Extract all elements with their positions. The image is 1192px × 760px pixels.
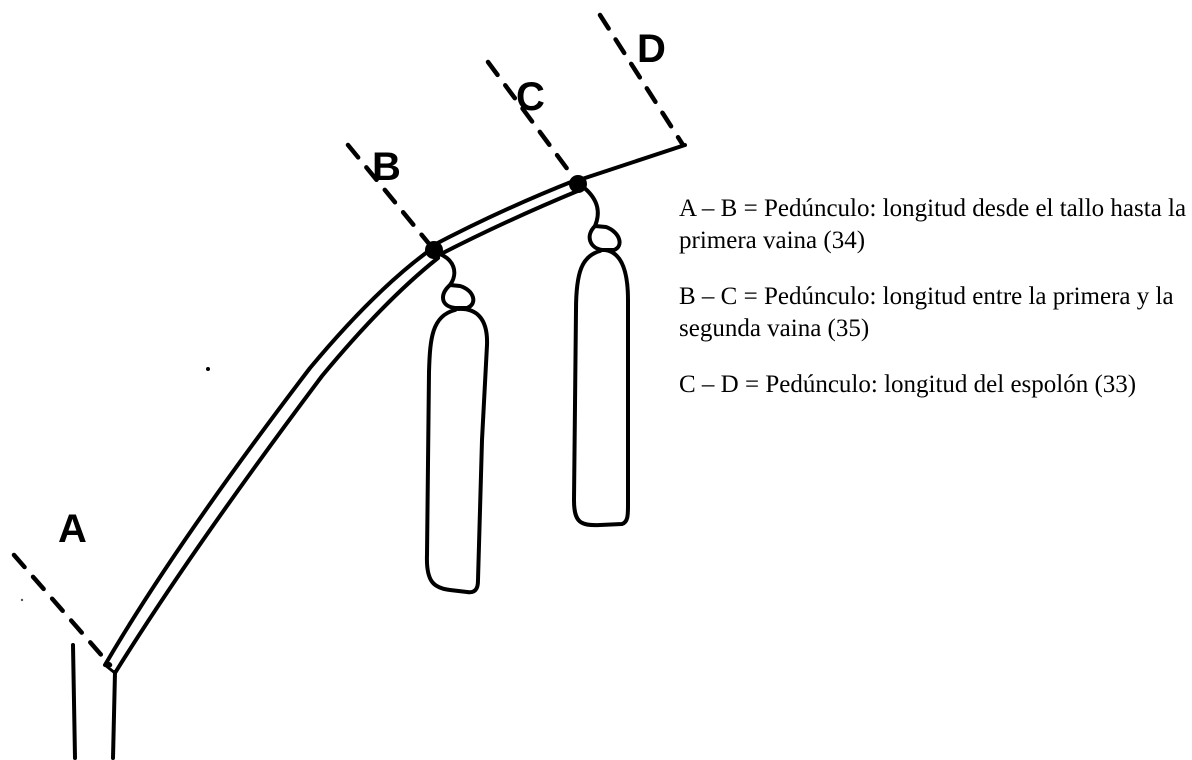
pod-second [572,184,630,528]
legend: A – B = Pedúnculo: longitud desde el tal… [679,193,1189,425]
legend-item-c-d: C – D = Pedúnculo: longitud del espolón … [679,371,1137,398]
point-label-c: C [516,75,545,119]
point-label-b: B [372,145,401,189]
legend-item-b-c: B – C = Pedúnculo: longitud entre la pri… [679,283,1174,342]
ink-dot [20,598,24,602]
marker-line-c [485,59,577,181]
peduncle-a-b [103,248,440,675]
peduncle-b-c [428,178,582,258]
marker-line-a [11,552,113,668]
marker-line-b [345,142,433,248]
stem [71,643,117,760]
marker-line-d [597,12,686,148]
ink-dot [206,367,210,371]
point-label-d: D [637,27,666,71]
legend-item-a-b: A – B = Pedúnculo: longitud desde el tal… [679,195,1187,254]
spur-c-d [574,143,687,183]
pod-first [424,250,490,595]
point-label-a: A [58,507,87,551]
